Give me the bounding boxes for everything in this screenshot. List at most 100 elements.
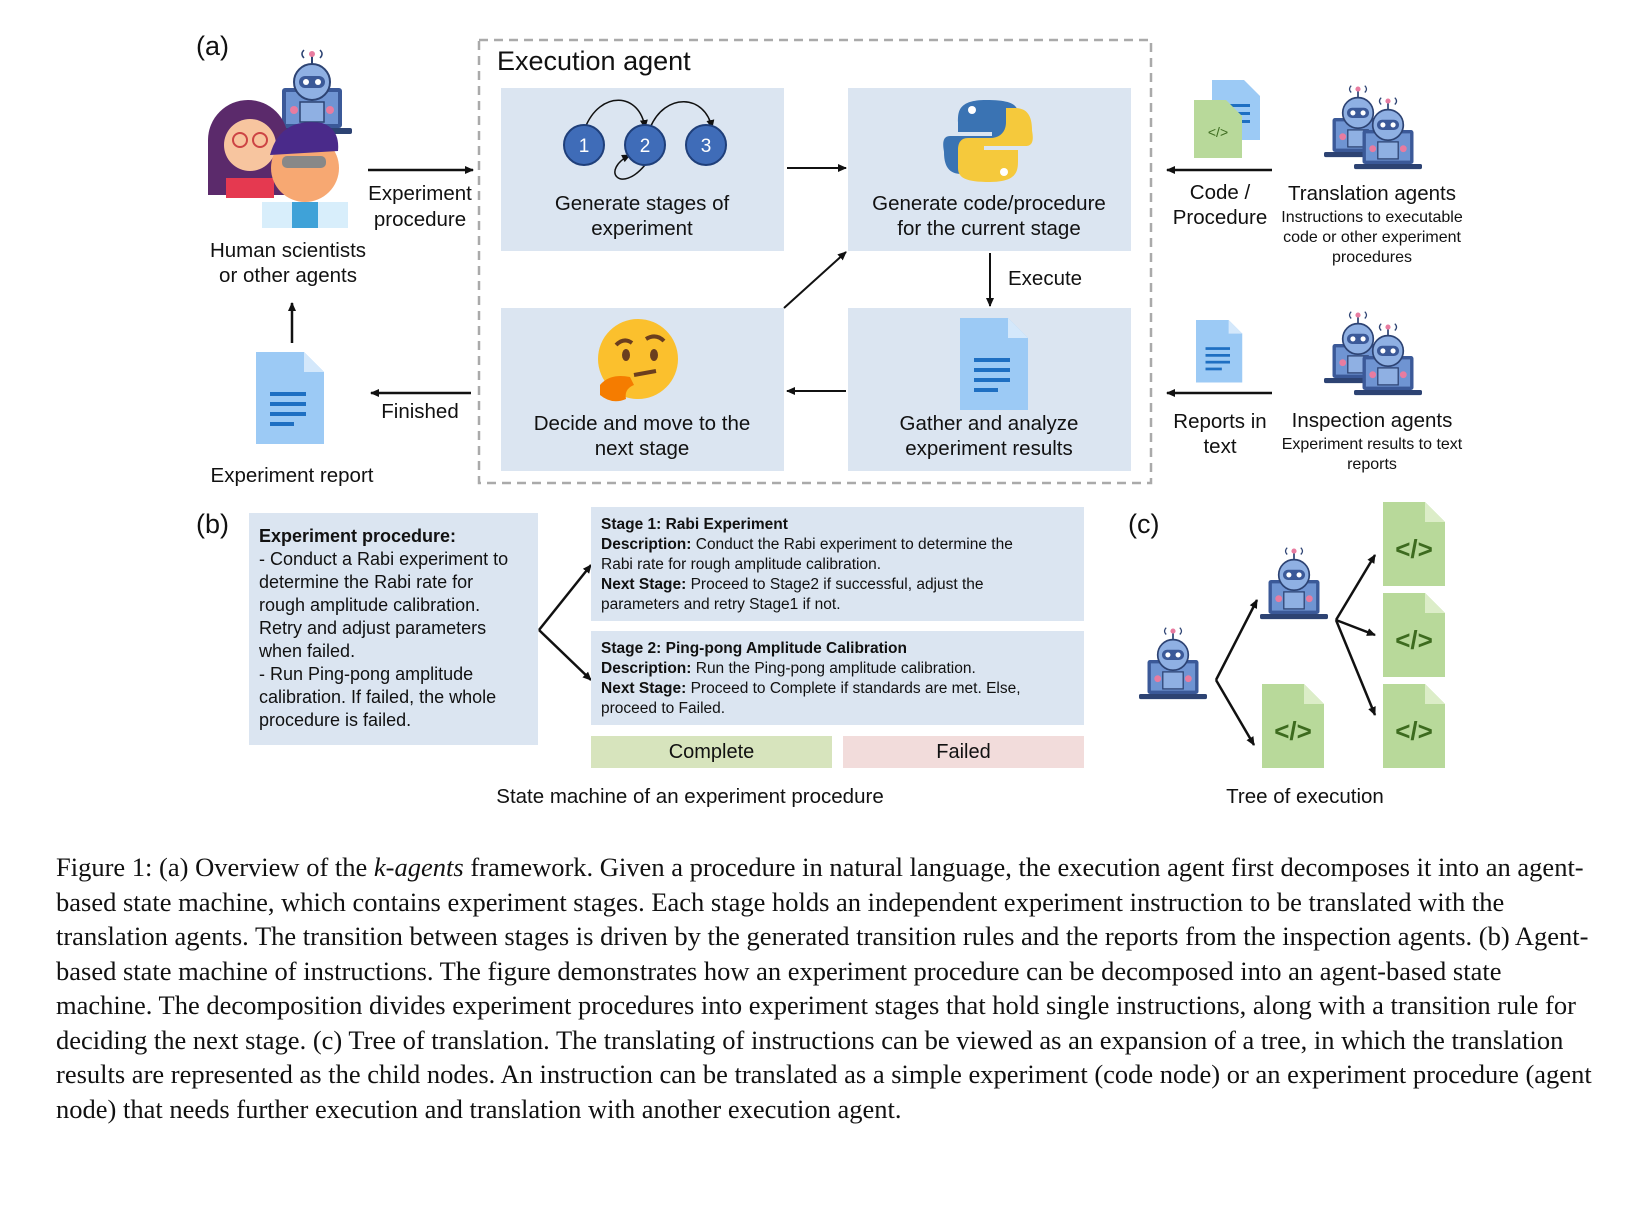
box-generate-stages bbox=[501, 88, 784, 251]
procedure-line-3: rough amplitude calibration. bbox=[259, 595, 481, 615]
procedure-heading: Experiment procedure: bbox=[259, 526, 457, 546]
box-generate-stages-line1: Generate stages of bbox=[555, 192, 730, 215]
tree-caption: Tree of execution bbox=[1226, 785, 1384, 808]
execute-label: Execute bbox=[1008, 267, 1082, 290]
inspection-agents-title: Inspection agents bbox=[1292, 409, 1453, 432]
tree-child-agent-icon bbox=[1259, 546, 1329, 620]
tree-edge-agent-code3 bbox=[1334, 619, 1377, 716]
box-decide-line1: Decide and move to the bbox=[534, 412, 751, 435]
stage-circle-1 bbox=[563, 124, 605, 166]
stage2-title: Stage 2: Ping-pong Amplitude Calibration bbox=[601, 640, 907, 657]
stage1-desc-text: Conduct the Rabi experiment to determine… bbox=[691, 536, 1013, 553]
complete-state: Complete bbox=[591, 736, 832, 768]
stage-circle-3 bbox=[685, 124, 727, 166]
code-glyph-2: </> bbox=[1395, 625, 1433, 655]
code-files-icon: </> bbox=[1194, 80, 1260, 158]
translation-agents-title: Translation agents bbox=[1288, 182, 1456, 205]
stage1-title: Stage 1: Rabi Experiment bbox=[601, 516, 788, 533]
box-gather-line2: experiment results bbox=[905, 437, 1072, 460]
box-decide-line2: next stage bbox=[595, 437, 690, 460]
panel-c-label: (c) bbox=[1128, 509, 1159, 539]
panel-a-label: (a) bbox=[196, 31, 229, 61]
code-glyph-1: </> bbox=[1395, 534, 1433, 564]
arrow-decide-to-code bbox=[783, 251, 847, 309]
arrow-to-stage1 bbox=[538, 564, 592, 631]
text-report-icon bbox=[1196, 320, 1243, 383]
arrow-to-stage2 bbox=[538, 629, 592, 681]
execution-agent-title: Execution agent bbox=[497, 46, 691, 76]
stage2-desc-label: Description: bbox=[601, 660, 692, 677]
stage1-desc-text2: Rabi rate for rough amplitude calibratio… bbox=[601, 556, 882, 573]
inspection-agents-desc-1: Experiment results to text bbox=[1282, 436, 1463, 453]
experiment-report-icon bbox=[256, 352, 324, 444]
stage1-next-label: Next Stage: bbox=[601, 576, 687, 593]
framework-diagram: (a) Execution agent 1 2 3 Generate stage… bbox=[196, 31, 1463, 808]
report-document-icon bbox=[960, 318, 1028, 410]
procedure-line-1: - Conduct a Rabi experiment to bbox=[259, 549, 509, 569]
box-generate-code-line2: for the current stage bbox=[897, 217, 1080, 240]
caption-part-1: Figure 1: (a) Overview of the bbox=[56, 852, 374, 882]
procedure-line-5: when failed. bbox=[259, 641, 356, 661]
stage2-desc-text: Run the Ping-pong amplitude calibration. bbox=[691, 660, 976, 677]
tree-edge-agent-code1 bbox=[1334, 554, 1377, 621]
stage1-desc-label: Description: bbox=[601, 536, 692, 553]
thinking-face-icon bbox=[598, 319, 678, 402]
stage-circle-2 bbox=[624, 124, 666, 166]
stage2-box: Stage 2: Ping-pong Amplitude Calibration… bbox=[591, 631, 1084, 725]
box-generate-code-line1: Generate code/procedure bbox=[872, 192, 1106, 215]
tree-code-node-4: </> bbox=[1262, 684, 1324, 768]
procedure-line-2: determine the Rabi rate for bbox=[259, 572, 474, 592]
code-procedure-line1: Code / bbox=[1190, 181, 1251, 204]
execution-agent-frame bbox=[477, 38, 1153, 485]
human-scientists-icon bbox=[208, 49, 353, 228]
figure-caption: Figure 1: (a) Overview of the k-agents f… bbox=[56, 850, 1596, 1126]
code-glyph-4: </> bbox=[1274, 716, 1312, 746]
stage2-next-label: Next Stage: bbox=[601, 680, 687, 697]
finished-label: Finished bbox=[381, 400, 459, 423]
tree-code-node-2: </> bbox=[1383, 593, 1445, 677]
inspection-agents-icon bbox=[1323, 310, 1423, 396]
procedure-line-8: procedure is failed. bbox=[259, 710, 412, 730]
stage-circles: 1 2 3 bbox=[563, 99, 727, 180]
stage1-box: Stage 1: Rabi Experiment Description: Co… bbox=[591, 507, 1084, 621]
stage-number-2: 2 bbox=[640, 136, 651, 157]
stage1-next-text2: parameters and retry Stage1 if not. bbox=[601, 596, 841, 613]
caption-emphasis: k-agents bbox=[373, 852, 464, 882]
tree-root-agent-icon bbox=[1138, 626, 1208, 700]
experiment-report-label: Experiment report bbox=[211, 464, 374, 487]
tree-edge-root-agent bbox=[1214, 599, 1259, 681]
code-glyph-3: </> bbox=[1395, 716, 1433, 746]
tree-code-node-3: </> bbox=[1383, 684, 1445, 768]
stage-number-1: 1 bbox=[579, 136, 590, 157]
translation-agents-desc-3: procedures bbox=[1332, 249, 1412, 266]
human-label-line2: or other agents bbox=[219, 264, 357, 287]
translation-agents-desc-2: code or other experiment bbox=[1283, 229, 1461, 246]
panel-b-label: (b) bbox=[196, 509, 229, 539]
reports-line2: text bbox=[1203, 435, 1236, 458]
inspection-agents-desc-2: reports bbox=[1347, 456, 1397, 473]
caption-part-2: framework. Given a procedure in natural … bbox=[56, 852, 1592, 1124]
translation-agents-icon bbox=[1323, 84, 1423, 170]
tree-edge-agent-code2 bbox=[1335, 618, 1376, 637]
stage2-next-text2: proceed to Failed. bbox=[601, 700, 726, 717]
stage-number-3: 3 bbox=[701, 136, 712, 157]
tree-code-node-1: </> bbox=[1383, 502, 1445, 586]
experiment-procedure-line1: Experiment bbox=[368, 182, 472, 205]
experiment-procedure-line2: procedure bbox=[374, 208, 466, 231]
code-procedure-line2: Procedure bbox=[1173, 206, 1268, 229]
code-glyph-small: </> bbox=[1208, 124, 1228, 140]
python-icon bbox=[943, 100, 1033, 182]
box-gather-line1: Gather and analyze bbox=[900, 412, 1079, 435]
stage2-next-text: Proceed to Complete if standards are met… bbox=[686, 680, 1021, 697]
reports-line1: Reports in bbox=[1173, 410, 1266, 433]
state-machine-caption: State machine of an experiment procedure bbox=[496, 785, 883, 808]
translation-agents-desc-1: Instructions to executable bbox=[1281, 209, 1463, 226]
box-generate-stages-line2: experiment bbox=[591, 217, 693, 240]
procedure-line-6: - Run Ping-pong amplitude bbox=[259, 664, 474, 684]
failed-state: Failed bbox=[843, 736, 1084, 768]
stage1-next-text: Proceed to Stage2 if successful, adjust … bbox=[686, 576, 984, 593]
procedure-line-7: calibration. If failed, the whole bbox=[259, 687, 497, 707]
human-label-line1: Human scientists bbox=[210, 239, 366, 262]
procedure-line-4: Retry and adjust parameters bbox=[259, 618, 487, 638]
tree-edge-root-code bbox=[1214, 679, 1256, 746]
